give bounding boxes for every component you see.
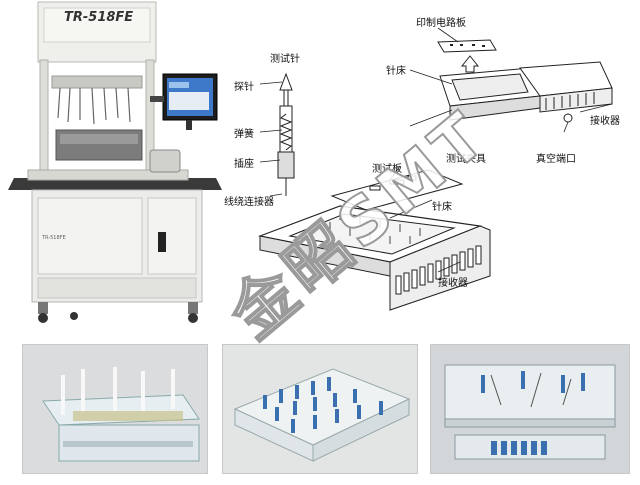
- fixture-photo-1: [22, 344, 208, 474]
- machine-photo: TR-518FE TR-518FE: [8, 0, 230, 330]
- probe-diagram: 测试针 探针 弹簧 插座 线绕连接器: [224, 36, 346, 216]
- receiver-top-label: 接收器: [590, 116, 620, 127]
- blue-pin-fixture-photo: [233, 368, 411, 462]
- wire-connector-label: 线绕连接器: [224, 197, 274, 208]
- fixture-photo-2: [222, 344, 418, 474]
- pcb-label: 印制电路板: [416, 18, 466, 29]
- fixture-exploded-view: [257, 27, 613, 311]
- double-deck-fixture-photo: [444, 364, 616, 460]
- machine-panel-label: TR-518FE: [42, 235, 66, 241]
- needle-bed-bottom-label: 针床: [432, 202, 452, 213]
- test-fixture-label: 测试夹具: [446, 154, 486, 165]
- machine-model-label: TR-518FE: [64, 10, 134, 25]
- probe-title: 测试针: [270, 54, 300, 65]
- socket-label: 插座: [234, 159, 254, 170]
- receiver-bottom-label: 接收器: [438, 278, 468, 289]
- needle-bed-top-label: 针床: [386, 66, 406, 77]
- fixture-photo-3: [430, 344, 630, 474]
- test-board-label: 测试板: [372, 164, 402, 175]
- test-probe-illustration: [259, 72, 295, 197]
- acrylic-fixture-photo: [42, 367, 200, 462]
- vacuum-port-label: 真空端口: [536, 154, 576, 165]
- spring-label: 弹簧: [234, 129, 254, 140]
- probe-label: 探针: [234, 82, 254, 93]
- fixture-diagram: 印制电路板 针床 接收器 测试板 测试夹具 真空端口 针床 接收器: [240, 0, 640, 320]
- ict-machine-illustration: [8, 1, 222, 323]
